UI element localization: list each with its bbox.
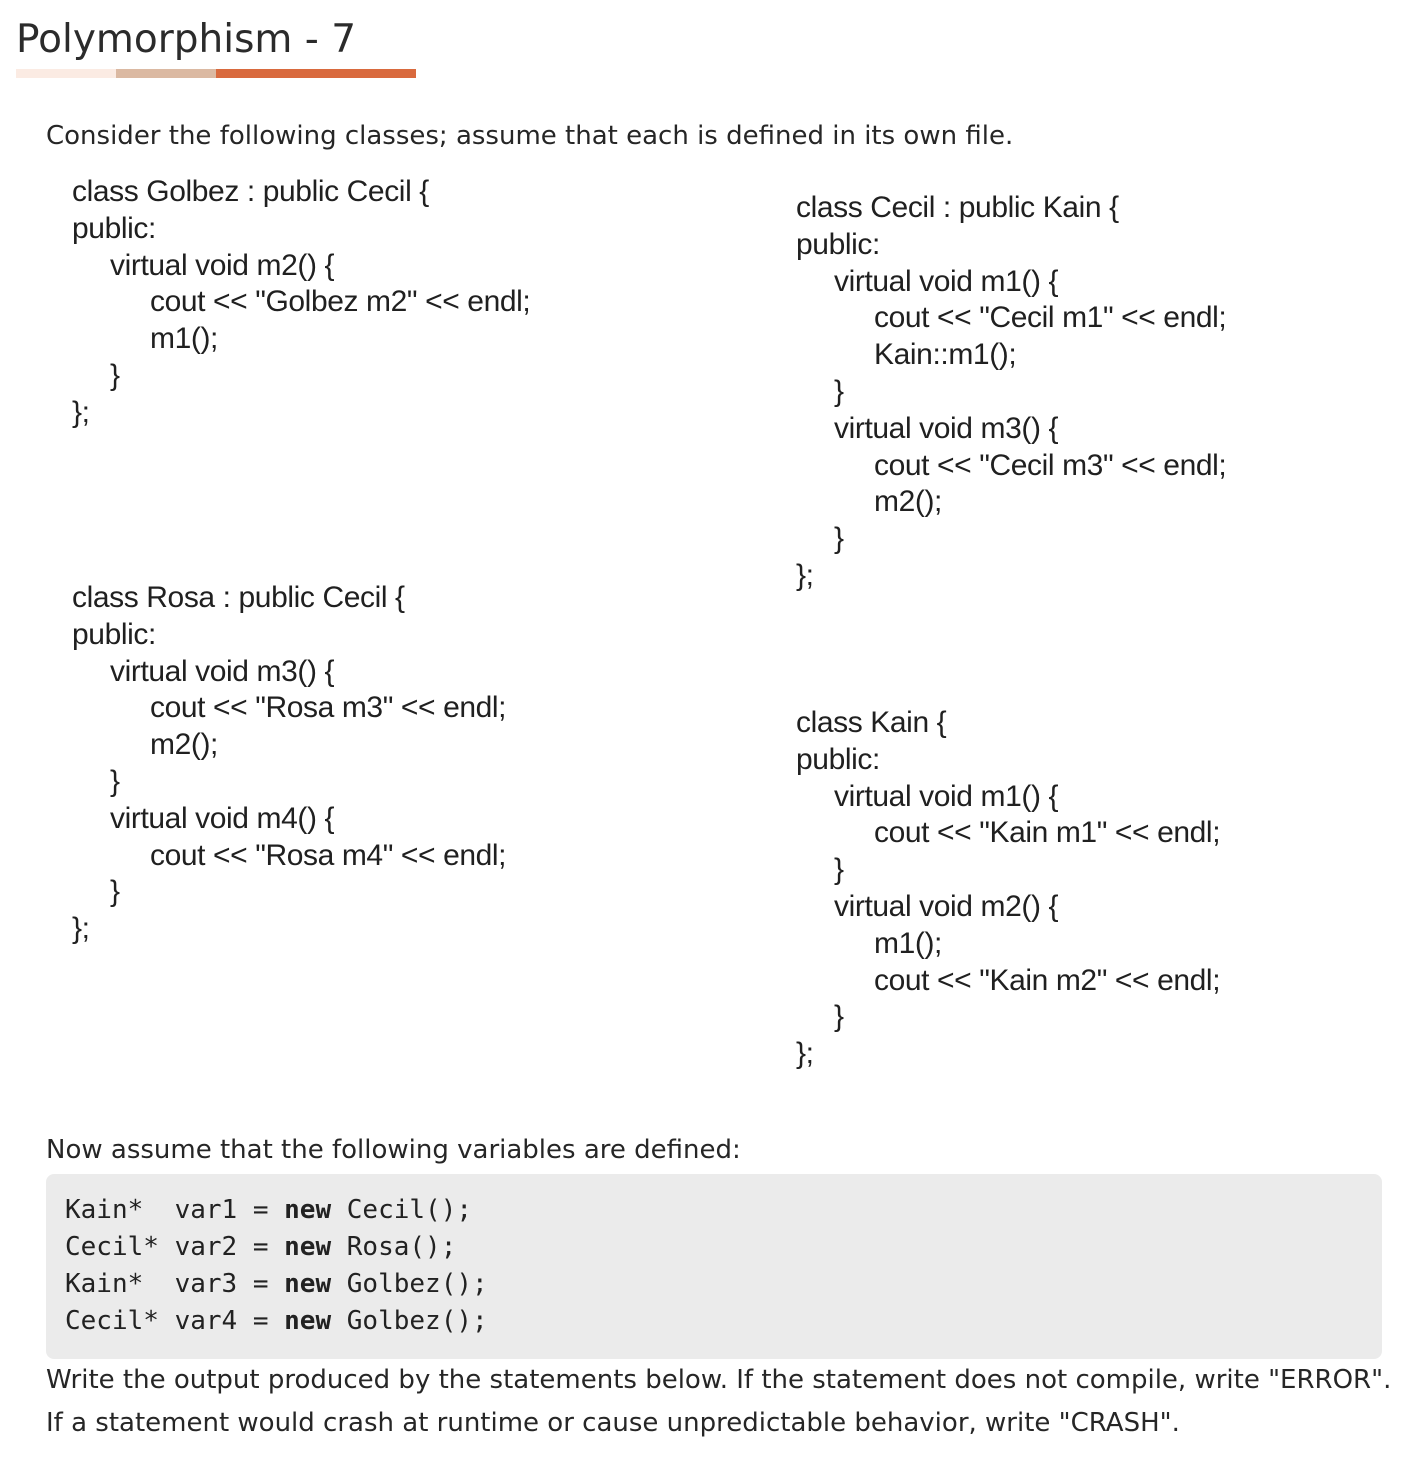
code-line: public:: [72, 211, 156, 245]
declaration-text: Cecil* var4 =: [65, 1306, 285, 1336]
code-line: }: [110, 358, 120, 392]
constructor-call: Rosa();: [331, 1232, 457, 1262]
page-title: Polymorphism - 7: [16, 17, 357, 62]
code-line: cout << "Rosa m3" << endl;: [150, 691, 507, 725]
constructor-call: Golbez();: [331, 1269, 488, 1299]
constructor-call: Golbez();: [331, 1306, 488, 1336]
new-keyword: new: [284, 1306, 332, 1336]
code-line: cout << "Kain m1" << endl;: [874, 816, 1221, 850]
code-line: class Rosa : public Cecil {: [72, 581, 405, 614]
variable-declaration: Cecil* var2 = new Rosa();: [65, 1229, 1382, 1266]
code-line: virtual void m1() {: [834, 264, 1059, 298]
variables-code-block: Kain* var1 = new Cecil(); Cecil* var2 = …: [46, 1174, 1382, 1359]
class-golbez-code: class Golbez : public Cecil { public: vi…: [72, 174, 531, 432]
code-line: virtual void m2() {: [834, 889, 1059, 923]
code-line: m1();: [150, 322, 218, 356]
code-line: cout << "Rosa m4" << endl;: [150, 838, 507, 872]
code-line: };: [72, 395, 90, 429]
code-line: };: [796, 558, 814, 592]
class-kain-code: class Kain { public: virtual void m1() {…: [796, 705, 1221, 1073]
code-line: class Kain {: [796, 706, 947, 739]
code-line: virtual void m3() {: [834, 411, 1059, 445]
code-line: virtual void m2() {: [110, 248, 335, 282]
title-underline-segment-2: [116, 69, 216, 78]
class-rosa-code: class Rosa : public Cecil { public: virt…: [72, 580, 507, 948]
code-line: class Golbez : public Cecil {: [72, 175, 429, 208]
variable-declaration: Kain* var3 = new Golbez();: [65, 1266, 1382, 1303]
new-keyword: new: [284, 1195, 332, 1225]
constructor-call: Cecil();: [331, 1195, 473, 1225]
variables-intro-text: Now assume that the following variables …: [46, 1135, 741, 1165]
variable-declaration: Kain* var1 = new Cecil();: [65, 1192, 1382, 1229]
instructions-line: If a statement would crash at runtime or…: [46, 1408, 1180, 1438]
code-line: cout << "Kain m2" << endl;: [874, 963, 1221, 997]
variable-declaration: Cecil* var4 = new Golbez();: [65, 1303, 1382, 1340]
code-line: public:: [796, 742, 880, 776]
code-line: cout << "Golbez m2" << endl;: [150, 285, 531, 319]
title-underline-segment-1: [16, 69, 116, 78]
declaration-text: Cecil* var2 =: [65, 1232, 285, 1262]
code-line: };: [796, 1037, 814, 1071]
code-line: cout << "Cecil m3" << endl;: [874, 448, 1227, 482]
instructions-line: Write the output produced by the stateme…: [46, 1365, 1392, 1395]
code-line: }: [834, 522, 844, 556]
new-keyword: new: [284, 1269, 332, 1299]
code-line: virtual void m3() {: [110, 654, 335, 688]
code-line: m1();: [874, 926, 942, 960]
code-line: }: [834, 1000, 844, 1034]
code-line: }: [110, 764, 120, 798]
code-line: }: [834, 853, 844, 887]
declaration-text: Kain* var3 =: [65, 1269, 285, 1299]
new-keyword: new: [284, 1232, 332, 1262]
declaration-text: Kain* var1 =: [65, 1195, 285, 1225]
code-line: public:: [796, 227, 880, 261]
code-line: m2();: [150, 728, 218, 762]
code-line: public:: [72, 617, 156, 651]
code-line: m2();: [874, 485, 942, 519]
code-line: Kain::m1();: [874, 338, 1017, 372]
code-line: }: [834, 374, 844, 408]
code-line: }: [110, 875, 120, 909]
instructions-text: Write the output produced by the stateme…: [46, 1359, 1391, 1445]
intro-text: Consider the following classes; assume t…: [46, 121, 1014, 151]
code-line: virtual void m4() {: [110, 801, 335, 835]
class-cecil-code: class Cecil : public Kain { public: virt…: [796, 190, 1227, 595]
title-underline-segment-3: [216, 69, 416, 78]
code-line: cout << "Cecil m1" << endl;: [874, 301, 1227, 335]
code-line: virtual void m1() {: [834, 779, 1059, 813]
code-line: };: [72, 912, 90, 946]
code-line: class Cecil : public Kain {: [796, 191, 1119, 224]
